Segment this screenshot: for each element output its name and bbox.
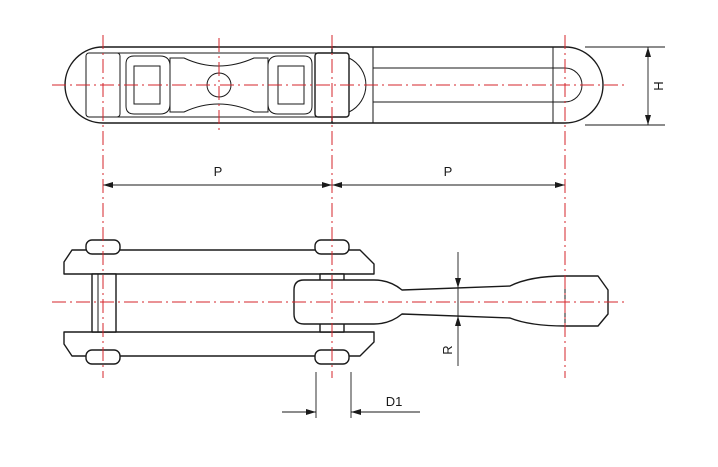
pin-diameter-dimension: D1: [282, 372, 420, 418]
side-top-plate: [63, 249, 375, 275]
pitch-arrow-1-right: [322, 182, 332, 188]
side-view: [63, 239, 609, 365]
side-left-pin-shaft: [91, 273, 117, 333]
pitch-label-1: P: [214, 164, 223, 179]
pitch-arrow-1-left: [103, 182, 113, 188]
pitch-label-2: P: [444, 164, 453, 179]
radius-arrow-bottom: [455, 316, 461, 326]
radius-arrow-top: [455, 278, 461, 288]
height-arrow-top: [645, 47, 651, 57]
d1-label: D1: [386, 394, 403, 409]
d1-arrow-left: [306, 409, 316, 415]
top-right-pin-loop-inner: [277, 65, 305, 105]
side-bottom-plate: [63, 331, 375, 357]
side-inner-link: [293, 275, 609, 327]
top-left-pin-loop-inner: [133, 65, 161, 105]
height-arrow-bottom: [645, 115, 651, 125]
pitch-arrow-2-right: [555, 182, 565, 188]
radius-dimension: R: [440, 252, 461, 366]
pitch-arrow-2-left: [332, 182, 342, 188]
height-label: H: [651, 81, 666, 90]
center-lines: [52, 35, 625, 378]
top-right-pin-loop: [267, 55, 313, 115]
top-center-hub: [169, 57, 269, 113]
d1-arrow-right: [351, 409, 361, 415]
pitch-dimensions: P P: [103, 164, 565, 188]
radius-label: R: [440, 345, 455, 354]
height-dimension: H: [585, 46, 666, 126]
